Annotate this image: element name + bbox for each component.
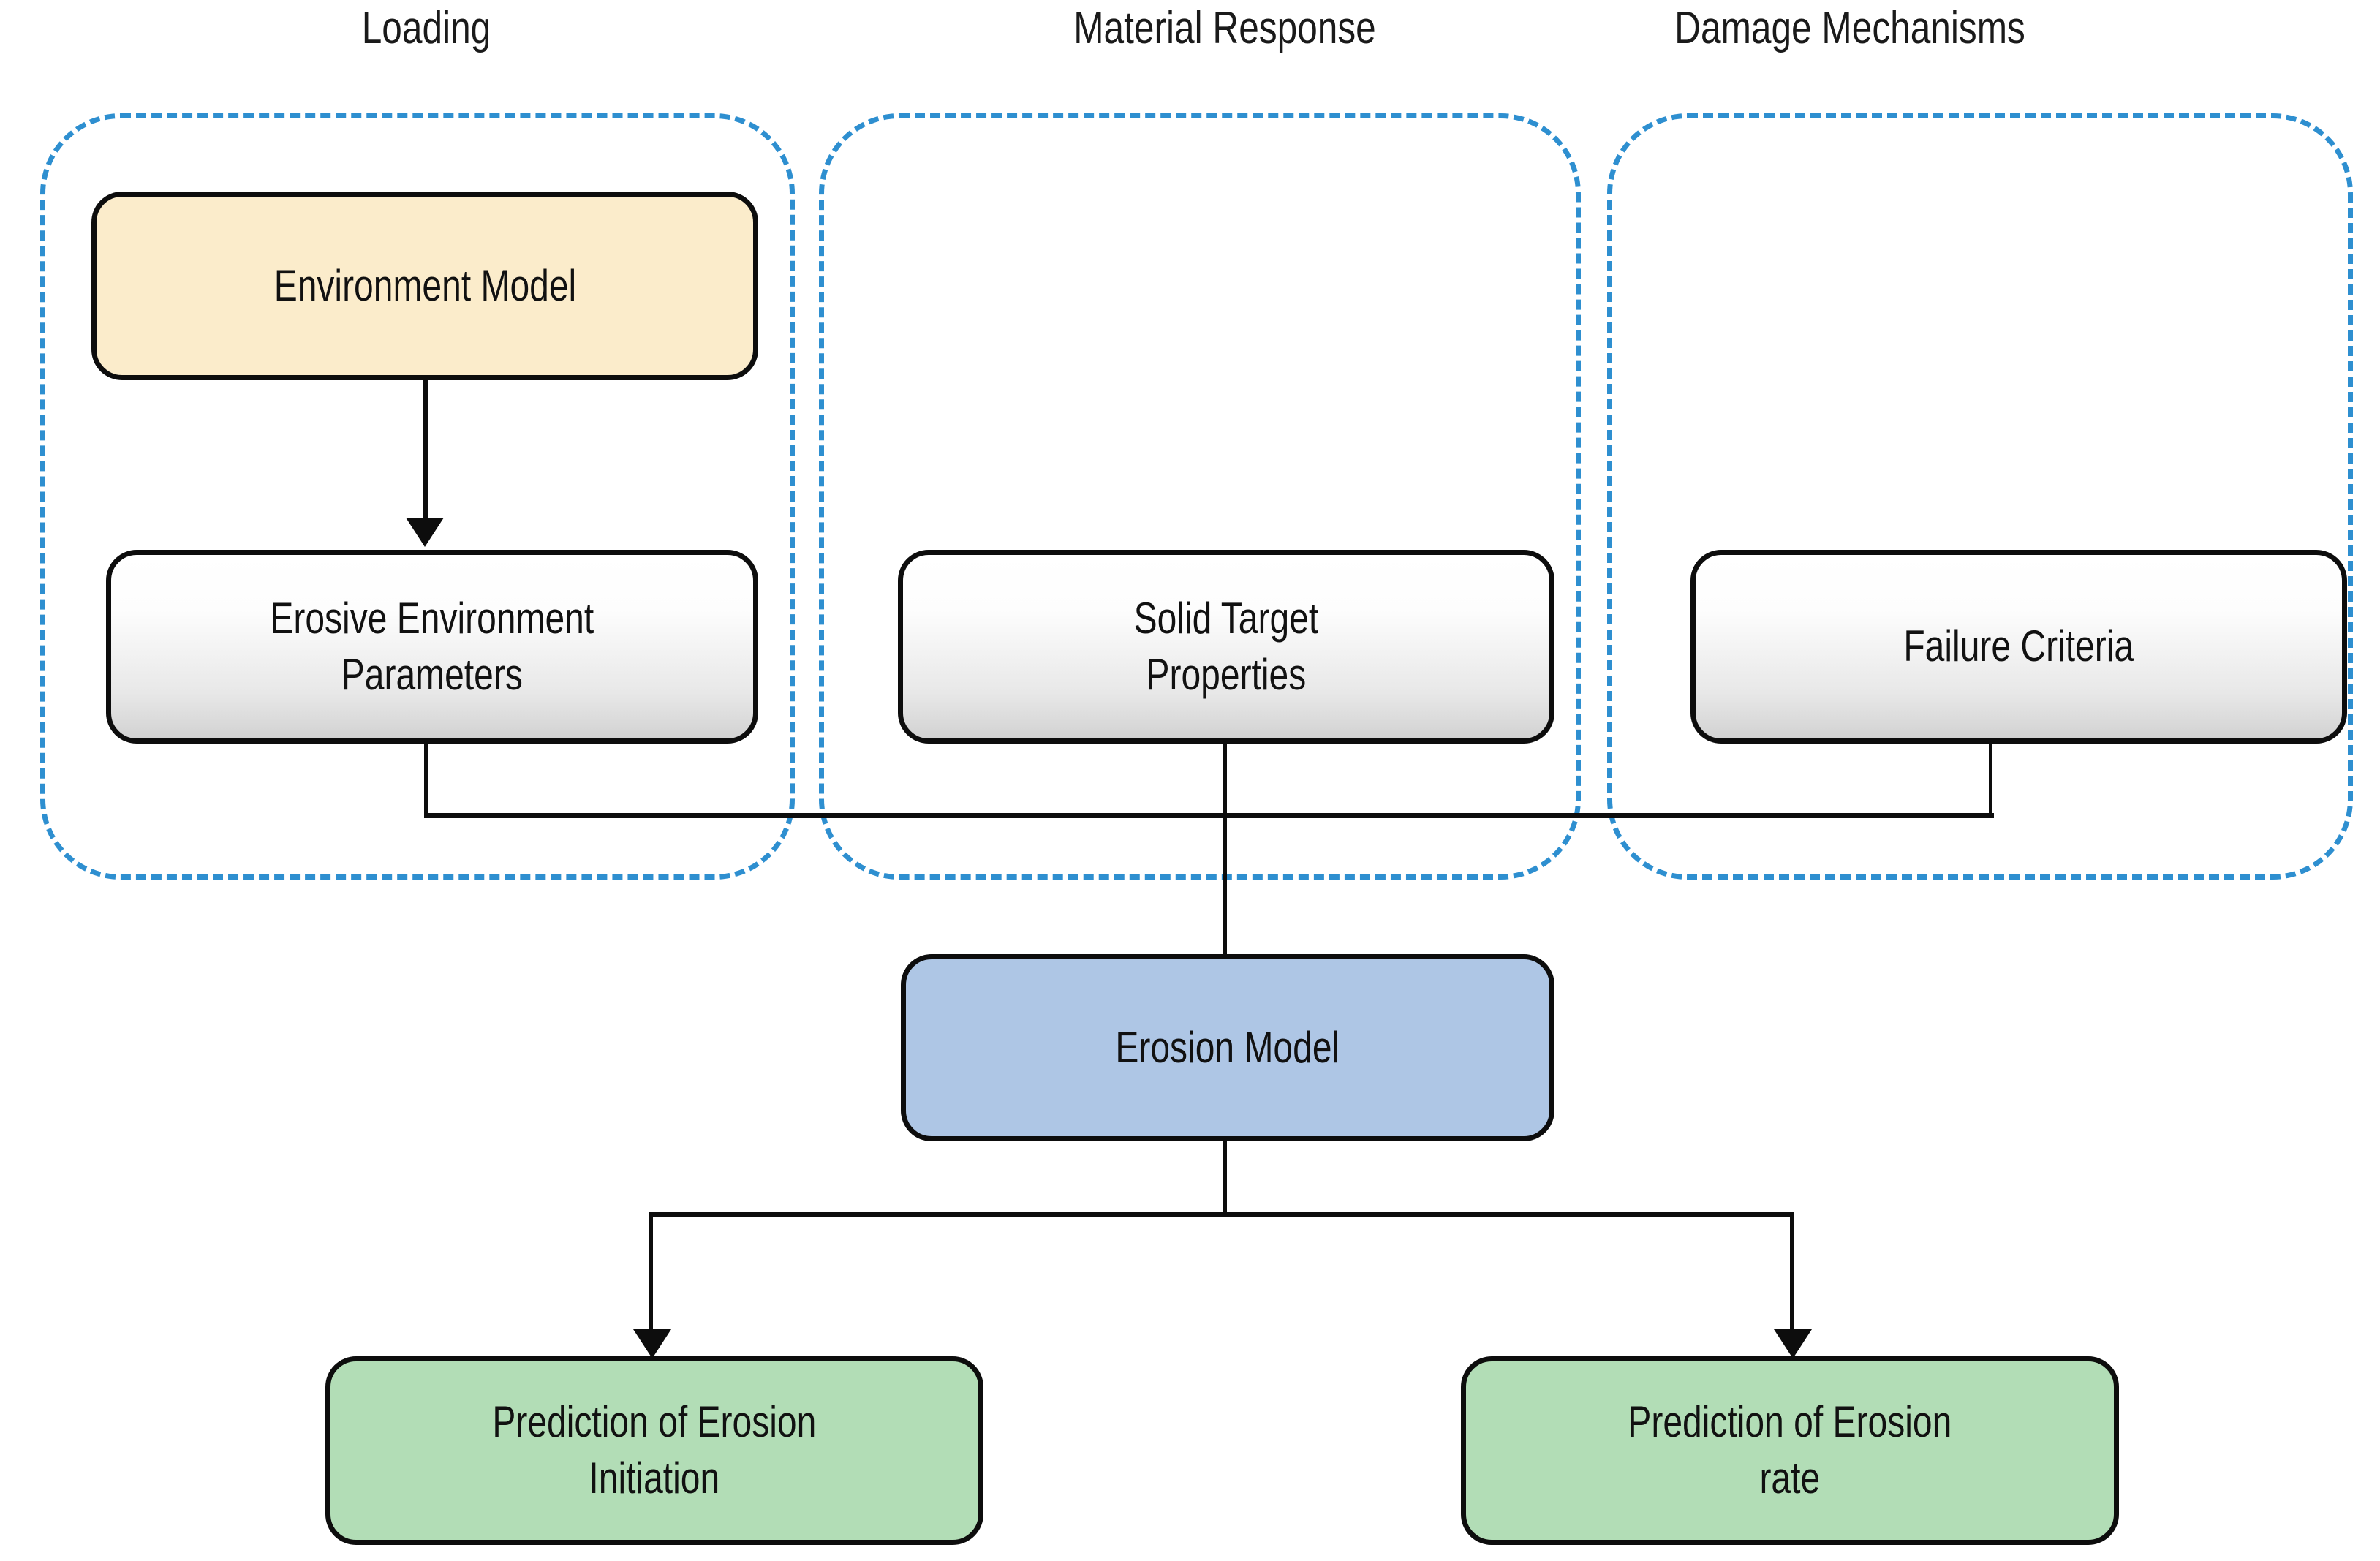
- edge-failure-criteria-down: [1989, 741, 1992, 818]
- node-environment-model-label: Environment Model: [273, 260, 576, 310]
- group-container-loading: [40, 113, 795, 880]
- node-solid-target-properties-label: Solid Target Properties: [1133, 593, 1319, 699]
- node-erosion-model[interactable]: Erosion Model: [901, 954, 1554, 1141]
- node-erosive-environment-parameters[interactable]: Erosive Environment Parameters: [106, 550, 758, 744]
- group-label-damage-mechanisms: Damage Mechanisms: [1674, 3, 2025, 53]
- edge-collector-to-erosion-model: [1223, 813, 1227, 959]
- node-erosive-environment-parameters-label: Erosive Environment Parameters: [270, 593, 594, 699]
- node-prediction-of-erosion-initiation-label: Prediction of Erosion Initiation: [492, 1397, 817, 1503]
- edge-split-left-down: [649, 1212, 653, 1333]
- node-prediction-of-erosion-rate-label: Prediction of Erosion rate: [1628, 1397, 1952, 1503]
- edge-solid-target-down: [1223, 741, 1227, 818]
- edge-environment-model-to-parameters: [423, 380, 428, 521]
- node-prediction-of-erosion-initiation[interactable]: Prediction of Erosion Initiation: [325, 1356, 983, 1545]
- edge-parameters-down: [424, 741, 428, 818]
- node-failure-criteria-label: Failure Criteria: [1903, 621, 2134, 671]
- group-label-material-response: Material Response: [1073, 3, 1376, 53]
- arrowhead-to-prediction-initiation: [633, 1329, 671, 1358]
- arrowhead-to-erosive-parameters: [406, 518, 444, 547]
- node-environment-model[interactable]: Environment Model: [91, 192, 758, 380]
- node-prediction-of-erosion-rate[interactable]: Prediction of Erosion rate: [1461, 1356, 2119, 1545]
- group-container-damage-mechanisms: [1607, 113, 2353, 880]
- edge-erosion-model-down: [1223, 1139, 1227, 1216]
- node-solid-target-properties[interactable]: Solid Target Properties: [898, 550, 1554, 744]
- edge-collector-bar: [424, 813, 1994, 818]
- node-erosion-model-label: Erosion Model: [1115, 1022, 1340, 1072]
- edge-split-bar: [649, 1212, 1794, 1217]
- group-label-loading: Loading: [361, 3, 491, 53]
- node-failure-criteria[interactable]: Failure Criteria: [1690, 550, 2347, 744]
- edge-split-right-down: [1790, 1212, 1794, 1333]
- arrowhead-to-prediction-rate: [1774, 1329, 1812, 1358]
- group-container-material-response: [819, 113, 1581, 880]
